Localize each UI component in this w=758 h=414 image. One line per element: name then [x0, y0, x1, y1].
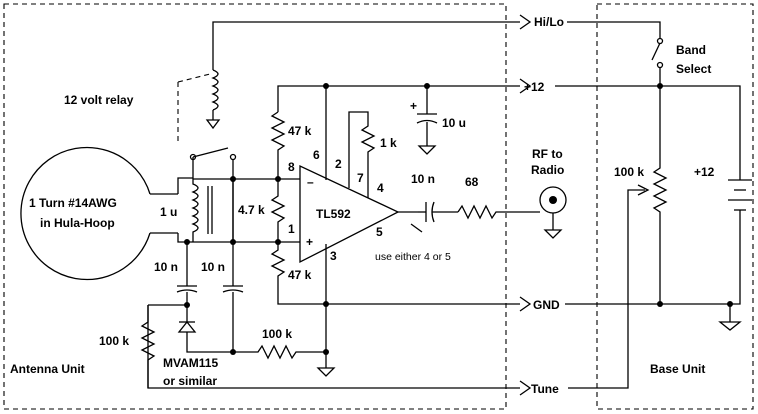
label-use-either: use either 4 or 5 [375, 251, 451, 263]
label-pin-1: 1 [288, 222, 295, 236]
label-pin-5: 5 [376, 225, 383, 239]
varactor-diode [148, 304, 233, 353]
cap-10n-a [176, 282, 198, 305]
label-gnd: GND [533, 298, 560, 312]
label-res-100k-left: 100 k [99, 334, 129, 348]
gnd-line [277, 228, 742, 331]
label-pin-2: 2 [335, 157, 342, 171]
label-tune: Tune [531, 382, 559, 396]
label-band-2: Select [676, 62, 711, 76]
label-loop-2: in Hula-Hoop [40, 216, 115, 230]
label-res-68: 68 [465, 175, 479, 189]
tl592-opamp [299, 86, 423, 304]
label-rf-1: RF to [532, 147, 563, 161]
label-band-1: Band [676, 43, 706, 57]
label-plus: + [306, 235, 313, 249]
label-res-100k-mid: 100 k [262, 327, 292, 341]
label-cap-10u: 10 u [442, 116, 466, 130]
label-cap-10n-b: 10 n [201, 260, 225, 274]
label-cap-10n-a: 10 n [154, 260, 178, 274]
output-network [418, 201, 540, 223]
label-pin-7: 7 [357, 171, 364, 185]
res-1k [348, 111, 376, 184]
band-select-switch [651, 37, 664, 69]
bias-divider [270, 111, 286, 282]
label-plus12: +12 [524, 80, 545, 94]
junction-dots [184, 83, 733, 355]
label-pot-100k: 100 k [614, 165, 644, 179]
base-unit-box [596, 3, 754, 410]
label-base-plus12: +12 [694, 165, 715, 179]
res-100k-mid [233, 304, 336, 377]
label-pin-4: 4 [377, 181, 384, 195]
label-res-4-7k: 4.7 k [238, 203, 265, 217]
loop-antenna [20, 146, 178, 281]
label-base-unit: Base Unit [650, 362, 705, 376]
label-pin-3: 3 [330, 249, 337, 263]
tune-line [147, 184, 650, 396]
label-cap-10n-out: 10 n [411, 172, 435, 186]
label-coil-1u: 1 u [160, 205, 177, 219]
hilo-line [212, 14, 661, 70]
label-antenna-unit: Antenna Unit [10, 362, 85, 376]
label-loop-1: 1 Turn #14AWG [29, 196, 117, 210]
antenna-unit-box [3, 3, 507, 410]
relay-coil [177, 69, 221, 144]
pot-100k [652, 86, 668, 304]
input-wiring [186, 178, 300, 282]
label-relay: 12 volt relay [64, 93, 134, 107]
cap-10u [416, 86, 438, 155]
label-opamp: TL592 [316, 207, 351, 221]
label-res-47k-top: 47 k [288, 124, 312, 138]
cap-10n-b [222, 282, 244, 352]
res-100k-left [140, 305, 156, 388]
coil-1u [177, 177, 233, 243]
label-res-47k-bot: 47 k [288, 268, 312, 282]
rf-connector [539, 186, 567, 239]
label-varactor-1: MVAM115 [163, 356, 218, 370]
label-pin-6: 6 [313, 148, 320, 162]
battery-plus12 [728, 179, 752, 228]
relay-contacts [189, 147, 237, 179]
label-rf-2: Radio [531, 163, 564, 177]
label-cap-plus: + [410, 99, 417, 113]
label-varactor-2: or similar [163, 374, 217, 388]
plus12-line [277, 68, 741, 180]
label-res-1k: 1 k [380, 136, 397, 150]
label-pin-8: 8 [288, 160, 295, 174]
label-minus: – [307, 175, 314, 189]
label-hilo: Hi/Lo [534, 15, 564, 29]
